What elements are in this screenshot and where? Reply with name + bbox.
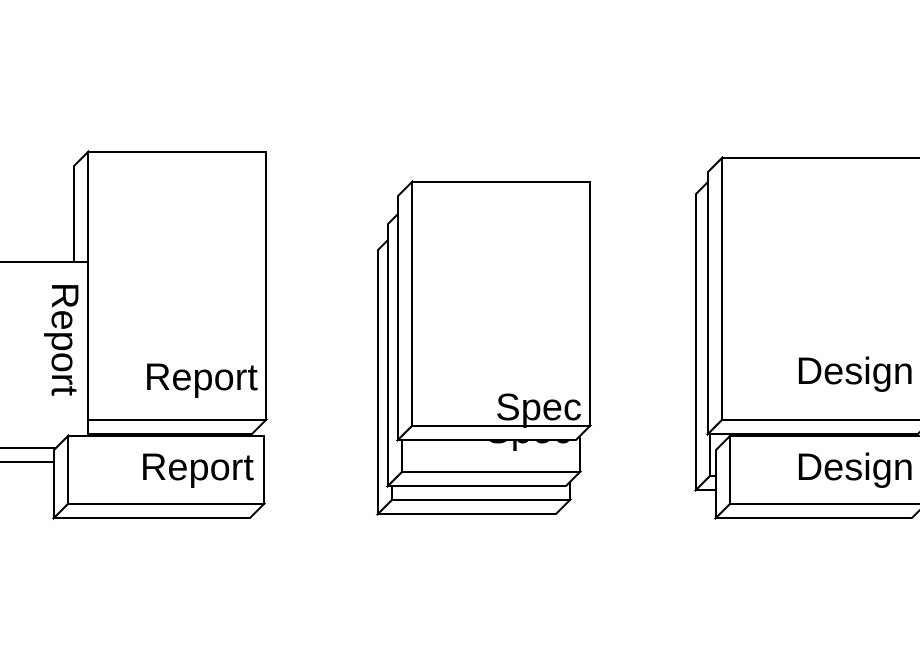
report-box-front[interactable]: Report — [51, 433, 267, 521]
design-box-mid-bottom-panel — [705, 419, 920, 435]
design-box-mid-left-panel — [707, 155, 723, 437]
spec-box-front-front-face — [411, 181, 591, 427]
report-box-front-bottom-panel — [51, 503, 267, 519]
design-box-mid-label: Design — [796, 351, 914, 393]
design-box-front-front-face — [729, 435, 920, 505]
design-stack[interactable]: DesignDesignDesign — [693, 155, 920, 521]
design-box-front-bottom-panel — [713, 503, 920, 519]
report-box-front-label: Report — [140, 447, 254, 489]
report-box-back-front-face — [87, 151, 267, 421]
report-box-back[interactable]: Report — [71, 149, 269, 437]
spec-box-front-left-panel — [397, 179, 413, 443]
spec-box-front-label: Spec — [495, 387, 582, 429]
report-box-left-label: Report — [43, 282, 85, 396]
spec-stack[interactable]: SpecSpecSpec — [375, 179, 593, 517]
spec-box-back-bottom-panel — [375, 499, 573, 515]
report-box-front-front-face — [67, 435, 265, 505]
report-box-left[interactable]: Report — [0, 261, 91, 463]
spec-box-front[interactable]: Spec — [395, 179, 593, 443]
report-box-back-bottom-panel — [71, 419, 269, 435]
report-box-left-front-face — [0, 261, 89, 449]
design-box-mid-front-face — [721, 157, 920, 421]
design-box-mid[interactable]: Design — [705, 155, 920, 437]
design-box-front[interactable]: Design — [713, 433, 920, 521]
design-box-front-label: Design — [796, 447, 914, 489]
report-box-back-label: Report — [144, 357, 258, 399]
spec-box-mid-bottom-panel — [385, 471, 583, 487]
